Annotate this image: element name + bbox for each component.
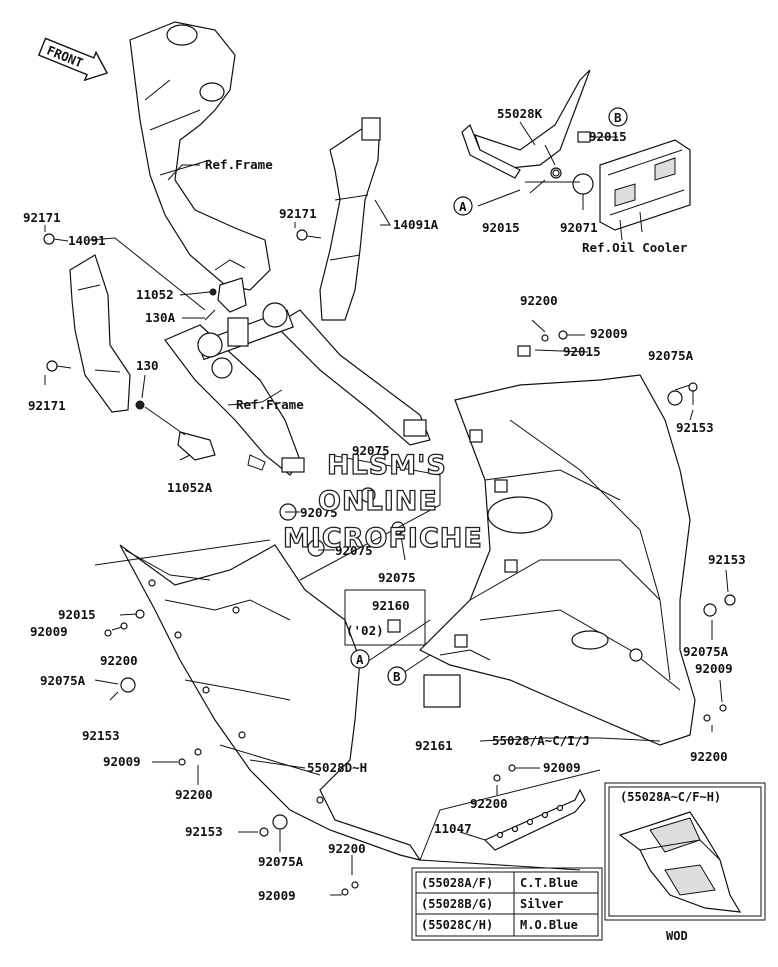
color-table-code: (55028B/G) [421,897,493,911]
callout: 92171 [279,206,317,221]
callout: 92160 [372,598,410,613]
callout: 14091A [393,217,439,232]
leader-lines [44,121,729,896]
callout: 92171 [28,398,66,413]
stay-11047 [483,788,586,851]
callout: 14091 [68,233,106,248]
color-table-color: M.O.Blue [520,918,578,932]
callout: 92200 [175,787,213,802]
color-table-color: Silver [520,897,563,911]
callout: 92153 [708,552,746,567]
bracket-11052 [204,277,247,321]
watermark-line: ONLINE [318,486,438,517]
callout: 55028K [497,106,543,121]
oil-cooler [599,139,691,241]
callout: 130 [136,358,159,373]
watermark-line: HLSM'S [327,450,447,481]
frame-lower [164,302,431,476]
callout: 92153 [676,420,714,435]
callout: 92009 [543,760,581,775]
callout: 92009 [590,326,628,341]
callout: 92200 [470,796,508,811]
callout: 92015 [563,344,601,359]
watermark: HLSM'S ONLINE MICROFICHE [282,449,483,554]
callout: 92075A [683,644,729,659]
ref-letter-a: A [459,199,467,214]
bracket-11052A [135,400,266,471]
callout: 92200 [328,841,366,856]
callout: 11052 [136,287,174,302]
callout: 92009 [103,754,141,769]
callout: 92015 [482,220,520,235]
color-table-color: C.T.Blue [520,876,578,890]
callout: 92015 [589,129,627,144]
fairing-right-55028 [418,374,696,746]
callout: 92153 [185,824,223,839]
callout: 92009 [695,661,733,676]
callout: 11047 [434,821,472,836]
watermark-line: MICROFICHE [283,523,483,554]
callout: 92075A [648,348,694,363]
ref-letter-b-2: B [393,669,401,684]
ref-letter-b-group: B B [387,107,628,686]
callout: 92071 [560,220,598,235]
color-table-code: (55028C/H) [421,918,493,932]
callout: 92075 [300,505,338,520]
ref-letter-a-group: A A [350,196,473,669]
callout: 92009 [30,624,68,639]
callout: 55028D~H [307,760,367,775]
bracket-55028K [461,69,608,195]
front-arrow: FRONT [37,37,109,82]
part-92160-92161 [344,589,461,708]
callout: 92153 [82,728,120,743]
color-table-code: (55028A/F) [421,876,493,890]
callout: 92200 [100,653,138,668]
inset-wod: (55028A~C/F~H) WOD [604,782,766,943]
callout: 92161 [415,738,453,753]
fairing-left-55028D-H [119,544,422,861]
callout: 92075 [352,443,390,458]
callout: 92009 [258,888,296,903]
inset-caption: WOD [666,929,688,943]
callout: 92015 [58,607,96,622]
callout: 92075 [378,570,416,585]
bracket-14091 [69,237,206,413]
callout: 92075A [40,673,86,688]
callout: Ref.Frame [205,157,273,172]
callout: 55028/A~C/I/J [492,733,590,748]
callout: 92200 [520,293,558,308]
callout-labels: Ref.Frame 55028K 92015 92015 92071 Ref.O… [23,106,746,903]
color-table: (55028A/F) C.T.Blue (55028B/G) Silver (5… [411,867,603,941]
ref-letter-a-2: A [356,652,364,667]
callout: Ref.Frame [236,397,304,412]
callout: 11052A [167,480,213,495]
callout: ('02) [346,623,384,638]
ref-letter-b: B [614,110,622,125]
inset-title: (55028A~C/F~H) [620,790,721,804]
callout: 92200 [690,749,728,764]
callout: 92075 [335,543,373,558]
callout: 130A [145,310,176,325]
callout: Ref.Oil Cooler [582,240,688,255]
bracket-14091A [319,117,381,321]
callout: 92171 [23,210,61,225]
frame-upper [129,21,271,291]
callout: 92075A [258,854,304,869]
